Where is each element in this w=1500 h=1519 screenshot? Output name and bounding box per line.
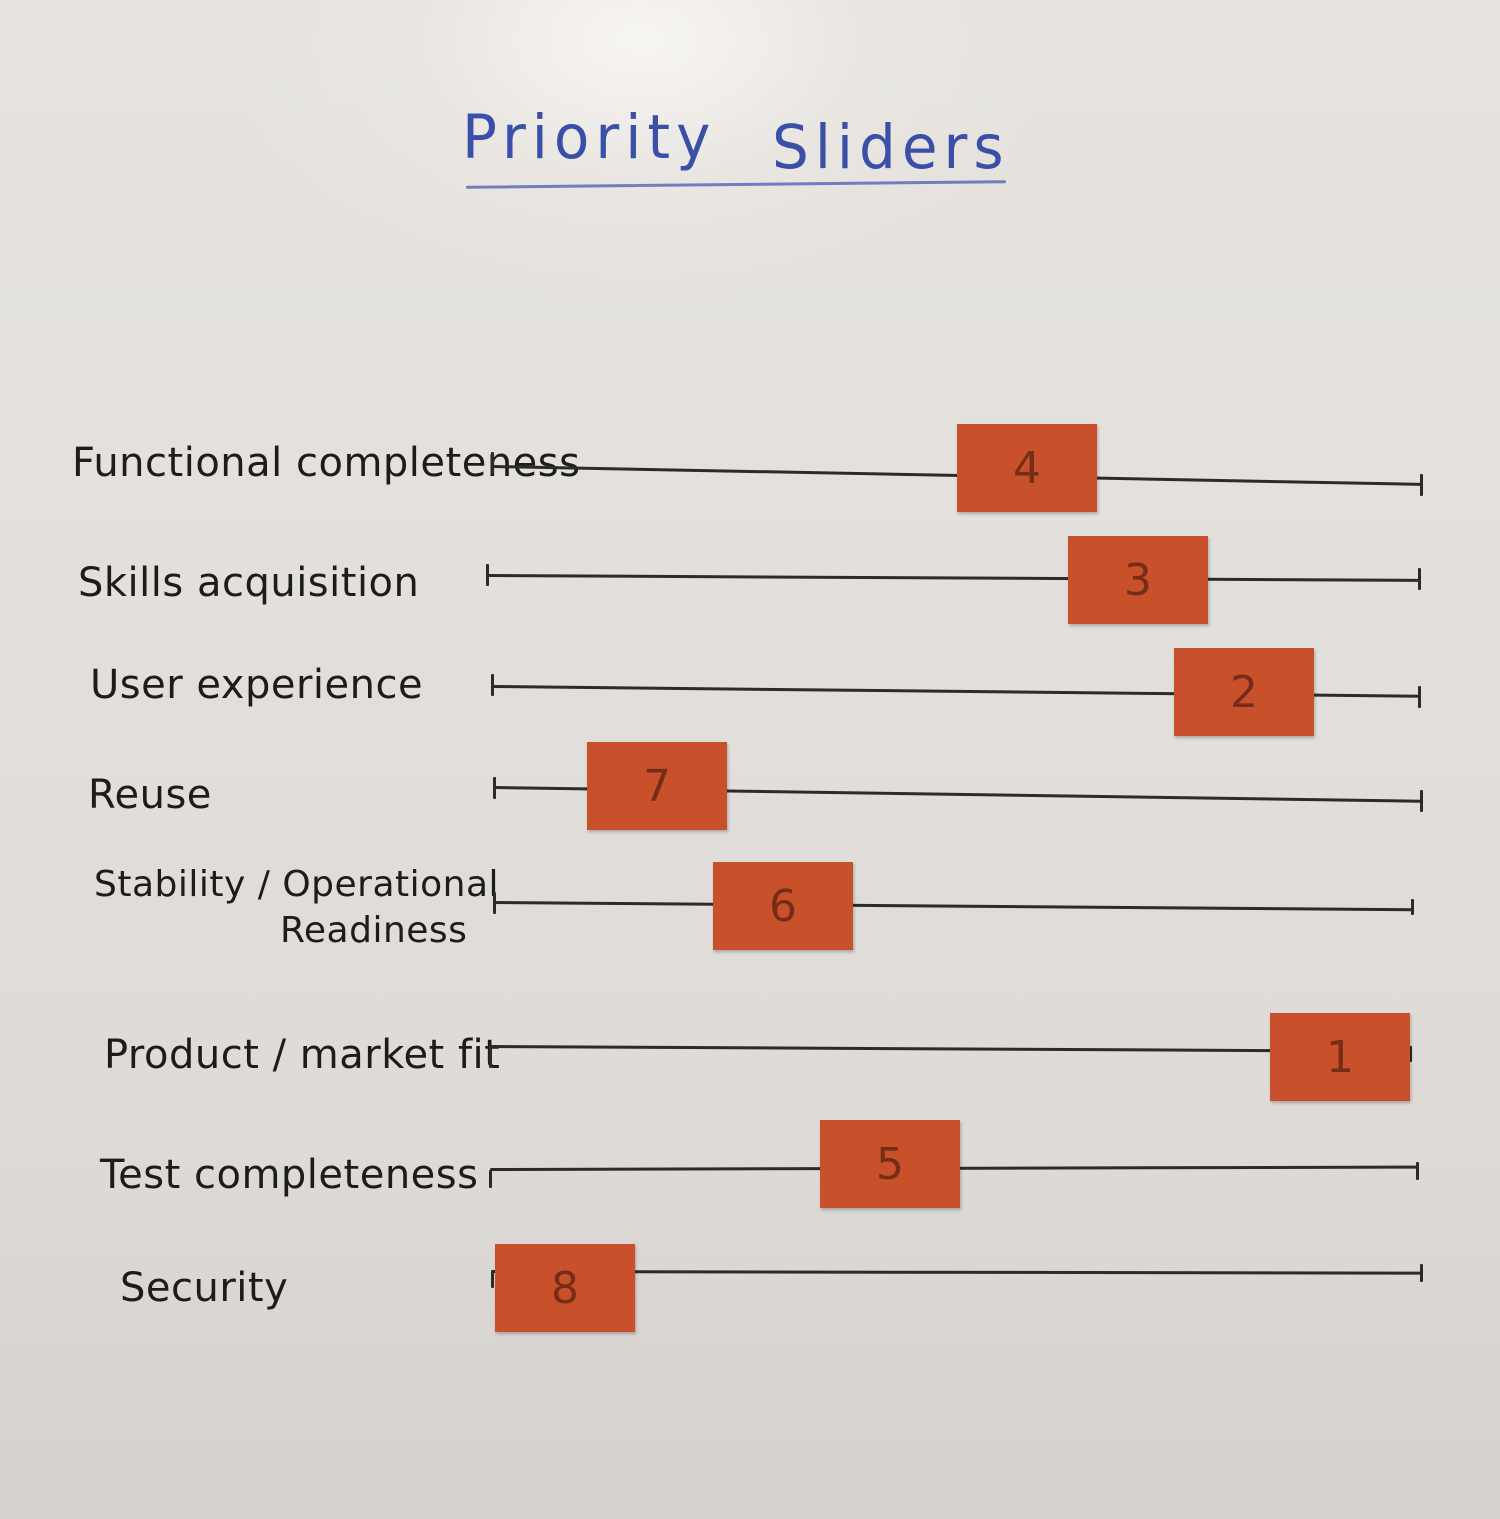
track-end-tick [1416,1162,1419,1180]
priority-note-handle[interactable]: 7 [587,742,727,830]
priority-rank: 1 [1326,1031,1354,1083]
priority-rank: 3 [1124,554,1152,606]
track-end-tick [1418,568,1421,590]
priority-note-handle[interactable]: 1 [1270,1013,1410,1101]
slider-label: Reuse [88,772,212,818]
priority-note-handle[interactable]: 3 [1068,536,1208,624]
title-word-priority: Priority [462,101,717,173]
priority-rank: 5 [876,1138,904,1190]
title-word-sliders: Sliders [772,111,1010,183]
slider-track [486,574,1419,582]
slider-label-line-1: Stability / Operational [94,864,500,905]
priority-rank: 4 [1013,442,1041,494]
priority-rank: 8 [551,1262,579,1314]
slider-label: Test completeness [100,1152,479,1198]
track-start-tick [493,892,496,914]
slider-label-line-2: Readiness [280,910,468,951]
track-end-tick [1418,686,1421,708]
priority-note-handle[interactable]: 8 [495,1244,635,1332]
track-start-tick [491,452,494,474]
priority-rank: 2 [1230,666,1258,718]
track-start-tick [491,1270,494,1288]
slider-track [493,901,1414,912]
track-start-tick [489,1170,492,1188]
track-start-tick [491,674,494,696]
track-end-tick [1420,1264,1423,1282]
track-end-tick [1411,899,1414,915]
slider-label: Skills acquisition [78,560,420,606]
board-title: Priority Sliders [462,95,1022,205]
track-start-tick [486,564,489,586]
slider-label: Stability / Operational Readiness [94,862,499,954]
track-end-tick [1409,1046,1412,1062]
slider-label: Functional completeness [72,440,581,486]
track-start-tick [493,777,496,799]
slider-label: Product / market fit [104,1032,501,1078]
priority-rank: 6 [769,880,797,932]
track-end-tick [1420,790,1423,812]
title-underline [465,180,1007,189]
priority-note-handle[interactable]: 2 [1174,648,1314,736]
track-end-tick [1420,474,1423,496]
priority-rank: 7 [643,760,671,812]
track-start-tick [489,1046,492,1068]
priority-note-handle[interactable]: 6 [713,862,853,950]
slider-label: User experience [90,662,424,708]
priority-note-handle[interactable]: 5 [820,1120,960,1208]
slider-label: Security [120,1265,289,1311]
priority-note-handle[interactable]: 4 [957,424,1097,512]
